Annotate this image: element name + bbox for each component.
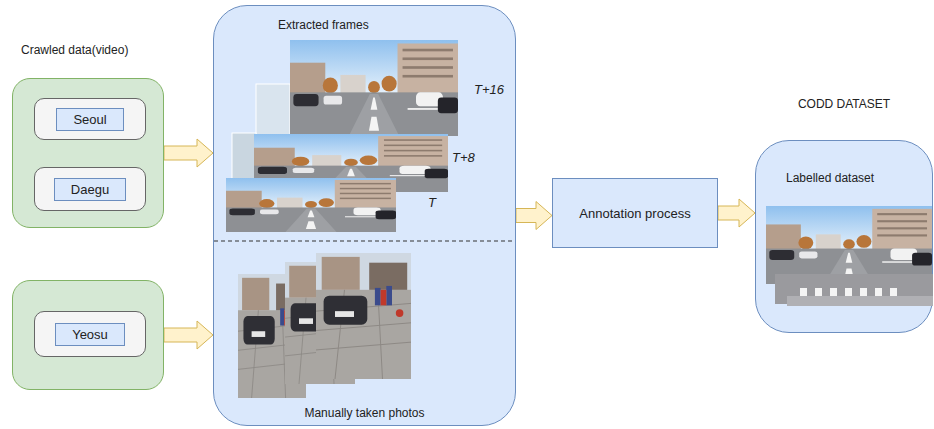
city-box: Seoul xyxy=(34,98,146,140)
block-arrow xyxy=(516,202,552,230)
panel-heading: Extracted frames xyxy=(278,18,369,32)
frame-edge xyxy=(232,133,256,179)
frame-time-label: T+16 xyxy=(474,82,504,97)
illustration-part xyxy=(875,288,882,302)
group-heading: Crawled data(video) xyxy=(21,43,128,57)
illustration-part xyxy=(815,288,822,302)
node-label: Yeosu xyxy=(55,323,125,346)
divider-line xyxy=(214,241,515,242)
block-arrow xyxy=(164,139,213,167)
frame-image xyxy=(254,134,448,192)
source-group: Yeosu xyxy=(12,280,164,390)
frame-edge xyxy=(787,296,933,306)
crosswalk xyxy=(800,288,897,302)
frame-image xyxy=(290,40,458,136)
frame-image xyxy=(226,178,396,232)
city-box: Yeosu xyxy=(34,311,146,357)
illustration-part xyxy=(800,288,807,302)
node-label: Seoul xyxy=(56,108,123,131)
node-label: Annotation process xyxy=(579,206,690,221)
manual-photos xyxy=(238,253,411,398)
illustration-part xyxy=(890,288,897,302)
process-box: Annotation process xyxy=(552,178,718,248)
source-group: Crawled data(video)SeoulDaegu xyxy=(12,78,164,228)
photo-image xyxy=(316,253,411,379)
photo-image xyxy=(285,262,355,384)
illustration-part xyxy=(845,288,852,302)
dataset-panel: CODD DATASETLabelled dataset xyxy=(755,140,933,333)
photo-image xyxy=(238,274,306,398)
illustration-part xyxy=(830,288,837,302)
panel-heading: Labelled dataset xyxy=(786,171,874,185)
block-arrow xyxy=(718,199,755,227)
block-arrow xyxy=(164,321,213,349)
frame-image xyxy=(766,206,932,284)
frame-time-label: T+8 xyxy=(452,150,475,165)
frame-edge xyxy=(256,84,290,140)
city-box: Daegu xyxy=(34,167,146,211)
labelled-frames xyxy=(766,206,933,306)
frames-panel: Extracted framesManually taken photos xyxy=(213,5,516,426)
extracted-frames xyxy=(226,40,458,232)
panel-heading: Manually taken photos xyxy=(214,406,515,420)
frame-time-label: T xyxy=(428,195,436,210)
illustration-part xyxy=(860,288,867,302)
road-strip xyxy=(775,274,933,304)
dataset-title: CODD DATASET xyxy=(756,97,932,111)
node-label: Daegu xyxy=(54,178,126,201)
